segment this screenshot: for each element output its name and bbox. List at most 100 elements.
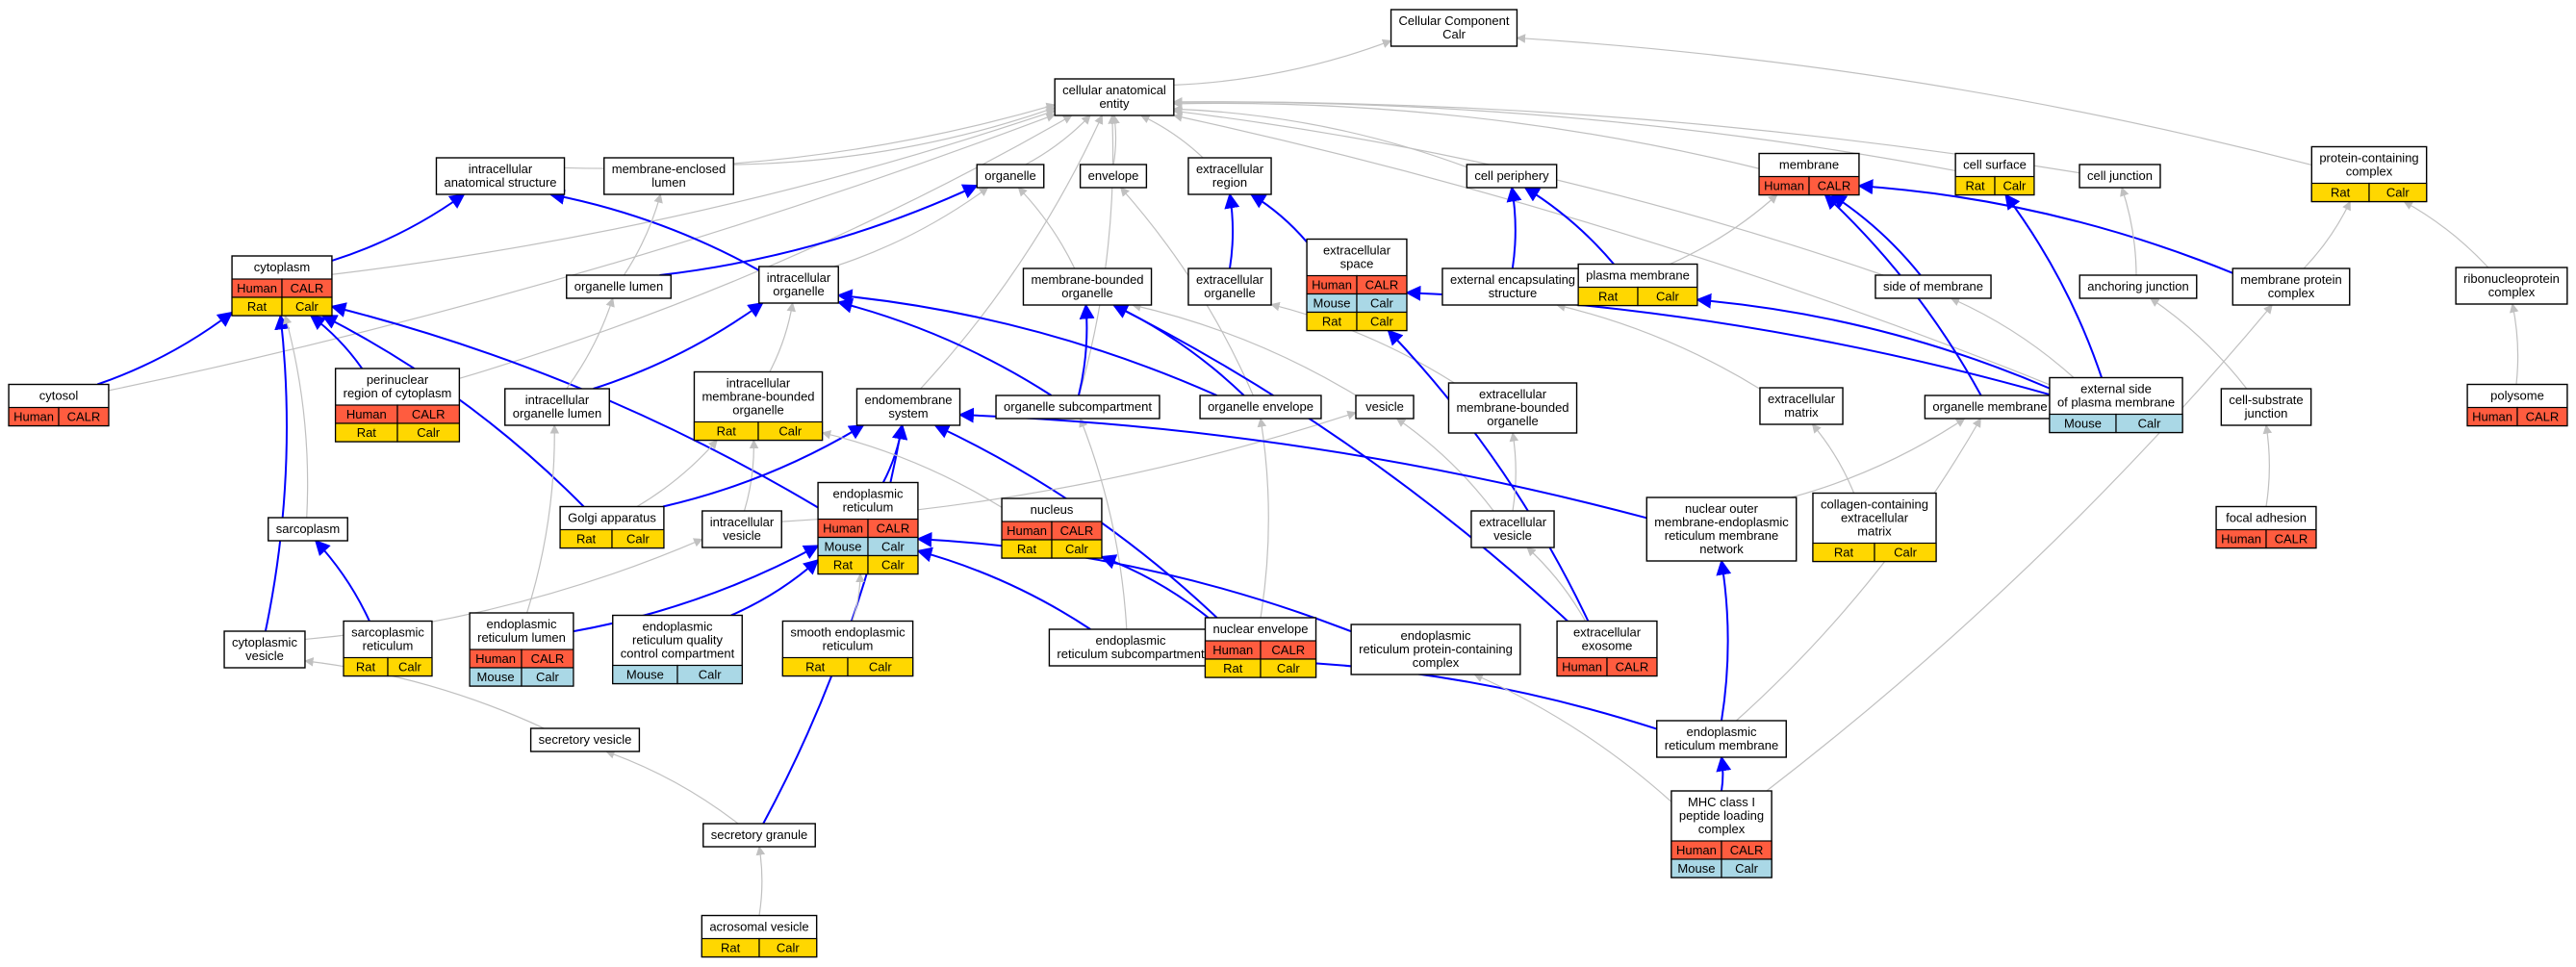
- edge-gray: [1950, 297, 2075, 378]
- node-box: [2079, 274, 2198, 299]
- edge-gray: [852, 573, 865, 622]
- edge-gray: [331, 109, 1057, 275]
- node-label: organelle: [773, 284, 825, 298]
- edge-blue: [548, 189, 760, 271]
- edge-gray: [1811, 423, 1855, 494]
- gene-label: CALR: [412, 407, 446, 421]
- node-label: perinuclear: [367, 372, 429, 387]
- gene-cell: [1051, 539, 1103, 559]
- edge-blue: [957, 407, 1647, 520]
- gene-cell: [867, 554, 919, 575]
- node-label: side of membrane: [1883, 279, 1983, 293]
- node-label: region of cytoplasm: [344, 386, 452, 400]
- species-label: Human: [475, 651, 516, 666]
- node-label: matrix: [1857, 524, 1892, 539]
- node-box: [1048, 628, 1213, 667]
- node-box: [995, 394, 1160, 420]
- species-label: Rat: [357, 425, 377, 440]
- edge-blue: [1716, 559, 1732, 722]
- gene-cell: [1260, 658, 1317, 678]
- node-label: cellular anatomical: [1062, 83, 1166, 97]
- node-box: [529, 727, 641, 752]
- edge-blue: [331, 193, 466, 262]
- node-label: extracellular: [1841, 511, 1909, 525]
- node-label: complex: [2488, 285, 2536, 299]
- node-label: membrane-bounded: [1456, 400, 1569, 415]
- edge-blue: [836, 289, 1218, 396]
- edge-blue: [573, 545, 820, 633]
- gene-label: Calr: [536, 670, 560, 684]
- gene-label: CALR: [2275, 532, 2308, 547]
- node-label: extracellular: [1479, 515, 1547, 529]
- edge-gray: [1078, 115, 1117, 396]
- node-sg: secretory granule: [702, 823, 816, 848]
- edge-gray: [2149, 297, 2248, 390]
- node-box: [1022, 267, 1153, 306]
- node-label: membrane-bounded: [1031, 272, 1143, 287]
- species-label: Human: [13, 410, 54, 424]
- node-label: reticulum: [823, 639, 874, 653]
- node-label: peptide loading: [1679, 808, 1764, 823]
- gene-cell: [2368, 182, 2428, 203]
- node-box: [1054, 78, 1175, 116]
- gene-label: CALR: [1271, 643, 1305, 657]
- edge-blue: [1249, 193, 1308, 243]
- node-box: [976, 164, 1045, 189]
- node-label: intracellular: [767, 270, 831, 285]
- node-box: [2220, 388, 2312, 426]
- edge-blue: [916, 547, 1091, 630]
- node-label: endoplasmic: [643, 620, 713, 634]
- edge-gray: [733, 106, 1057, 165]
- edge-blue: [1857, 179, 2233, 274]
- gene-cell: [521, 667, 574, 687]
- edge-gray: [108, 113, 1057, 392]
- edge-gray: [1110, 115, 1120, 165]
- gene-cell: [1721, 858, 1773, 878]
- node-label: of plasma membrane: [2057, 395, 2175, 410]
- node-label: cytoplasmic: [232, 635, 297, 649]
- edge-gray: [1526, 547, 1587, 622]
- node-label: reticulum subcompartment: [1057, 647, 1205, 661]
- edge-gray: [1139, 115, 1204, 159]
- node-label: reticulum lumen: [477, 630, 566, 645]
- edge-gray: [1766, 304, 2273, 792]
- node-label: vesicle: [245, 649, 284, 663]
- node-label: organelle: [1487, 414, 1539, 428]
- gene-label: Calr: [2386, 186, 2410, 200]
- node-label: anchoring junction: [2087, 279, 2189, 293]
- gene-cell: [58, 406, 110, 427]
- edge-gray: [1556, 302, 1761, 390]
- edge-blue: [730, 558, 820, 617]
- node-label: envelope: [1088, 168, 1139, 183]
- gene-cell: [396, 422, 460, 443]
- node-label: Cellular Component: [1399, 13, 1510, 28]
- node-label: cell junction: [2087, 168, 2153, 183]
- edge-blue: [96, 311, 234, 386]
- edge-gray: [459, 115, 1073, 379]
- node-label: entity: [1099, 96, 1130, 111]
- node-organelle: organelle: [976, 164, 1045, 189]
- node-label: extracellular: [1573, 625, 1642, 640]
- node-box: [435, 157, 566, 195]
- edge-gray: [282, 315, 309, 519]
- node-box: [1187, 267, 1272, 306]
- edge-blue: [314, 539, 370, 622]
- node-label: anatomical structure: [444, 175, 556, 190]
- edge-gray: [1172, 104, 1467, 168]
- species-label: Human: [346, 407, 387, 421]
- edge-blue: [1111, 304, 1569, 623]
- gene-label: CALR: [67, 410, 101, 424]
- node-box: [1924, 394, 2056, 420]
